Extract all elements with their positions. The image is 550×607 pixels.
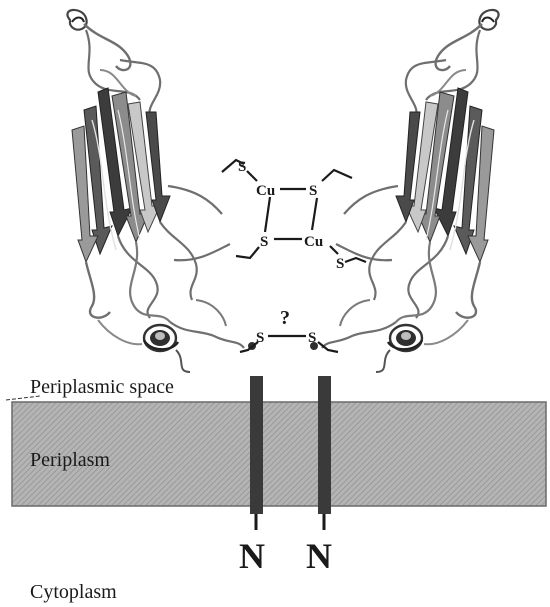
right-transmembrane-helix xyxy=(318,376,331,514)
cytoplasm-label: Cytoplasm xyxy=(30,581,117,603)
sulfur-label-top-right: S xyxy=(309,183,317,199)
left-protein-domain xyxy=(67,10,256,372)
copper-label-top: Cu xyxy=(256,183,275,199)
periplasmic-space-label: Periplasmic space xyxy=(30,376,174,398)
disulfide-sulfur-right: S xyxy=(308,330,316,346)
n-terminus-right: N xyxy=(306,536,332,576)
n-terminus-left: N xyxy=(239,536,265,576)
disulfide-bonds xyxy=(240,336,338,352)
periplasm-label: Periplasm xyxy=(30,449,110,471)
left-transmembrane-helix xyxy=(250,376,263,514)
right-protein-domain xyxy=(310,10,499,372)
sulfur-label-top-left: S xyxy=(238,159,246,175)
sulfur-label-bottom-left: S xyxy=(260,234,268,250)
copper-center-bonds xyxy=(222,160,366,262)
copper-label-bottom: Cu xyxy=(304,234,323,250)
sulfur-label-bottom-right: S xyxy=(336,256,344,272)
disulfide-question-mark: ? xyxy=(280,307,290,329)
disulfide-sulfur-left: S xyxy=(256,330,264,346)
